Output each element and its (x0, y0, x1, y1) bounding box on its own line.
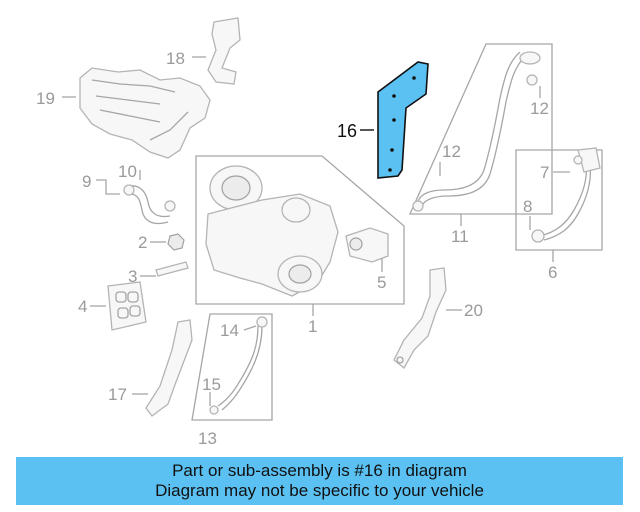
banner-part-text: Part or sub-assembly is #16 in diagram (172, 461, 467, 480)
callout-12-lower[interactable]: 12 (442, 142, 461, 161)
actuator-part-5[interactable] (345, 227, 389, 263)
callout-4[interactable]: 4 (78, 297, 87, 316)
oil-line-part-13[interactable] (209, 316, 268, 415)
coolant-line-group-box (408, 43, 553, 215)
bracket-part-20[interactable] (393, 267, 447, 369)
callout-16[interactable]: 16 (337, 121, 357, 141)
callout-12-upper[interactable]: 12 (530, 99, 549, 118)
callout-19[interactable]: 19 (36, 89, 55, 108)
stud-part-3[interactable] (155, 261, 189, 277)
bracket-part-18[interactable] (207, 17, 241, 85)
callout-11[interactable]: 11 (451, 227, 469, 246)
callout-14[interactable]: 14 (220, 321, 239, 340)
callout-10[interactable]: 10 (118, 162, 137, 181)
callout-5[interactable]: 5 (377, 273, 386, 292)
turbocharger-group-box (195, 155, 405, 305)
callout-15[interactable]: 15 (202, 375, 221, 394)
hose-part-10[interactable] (123, 184, 176, 225)
callout-9[interactable]: 9 (82, 172, 91, 191)
gasket-part-4[interactable] (107, 281, 147, 331)
callout-17[interactable]: 17 (108, 385, 127, 404)
water-line-group-box (515, 149, 603, 251)
callout-8[interactable]: 8 (523, 197, 532, 216)
callout-7[interactable]: 7 (540, 163, 549, 182)
oil-line-group-box (191, 313, 273, 421)
callout-2[interactable]: 2 (138, 233, 147, 252)
callout-6[interactable]: 6 (548, 263, 557, 282)
heat-shield-part-19[interactable] (79, 67, 211, 159)
bracket-part-17[interactable] (145, 319, 193, 417)
nut-part-2[interactable] (167, 233, 185, 251)
callout-20[interactable]: 20 (464, 301, 483, 320)
callout-3[interactable]: 3 (128, 267, 137, 286)
callout-18[interactable]: 18 (166, 49, 185, 68)
callout-1[interactable]: 1 (308, 317, 317, 336)
leader-lines (62, 56, 570, 406)
banner-disclaimer-text: Diagram may not be specific to your vehi… (155, 481, 484, 500)
turbocharger-part-1[interactable] (205, 165, 339, 297)
coolant-line-part-11[interactable] (412, 51, 541, 212)
water-line-part-6[interactable] (531, 147, 601, 243)
bracket-part-16[interactable] (377, 61, 429, 179)
info-banner: Part or sub-assembly is #16 in diagram D… (16, 457, 623, 505)
callout-13[interactable]: 13 (198, 429, 217, 448)
